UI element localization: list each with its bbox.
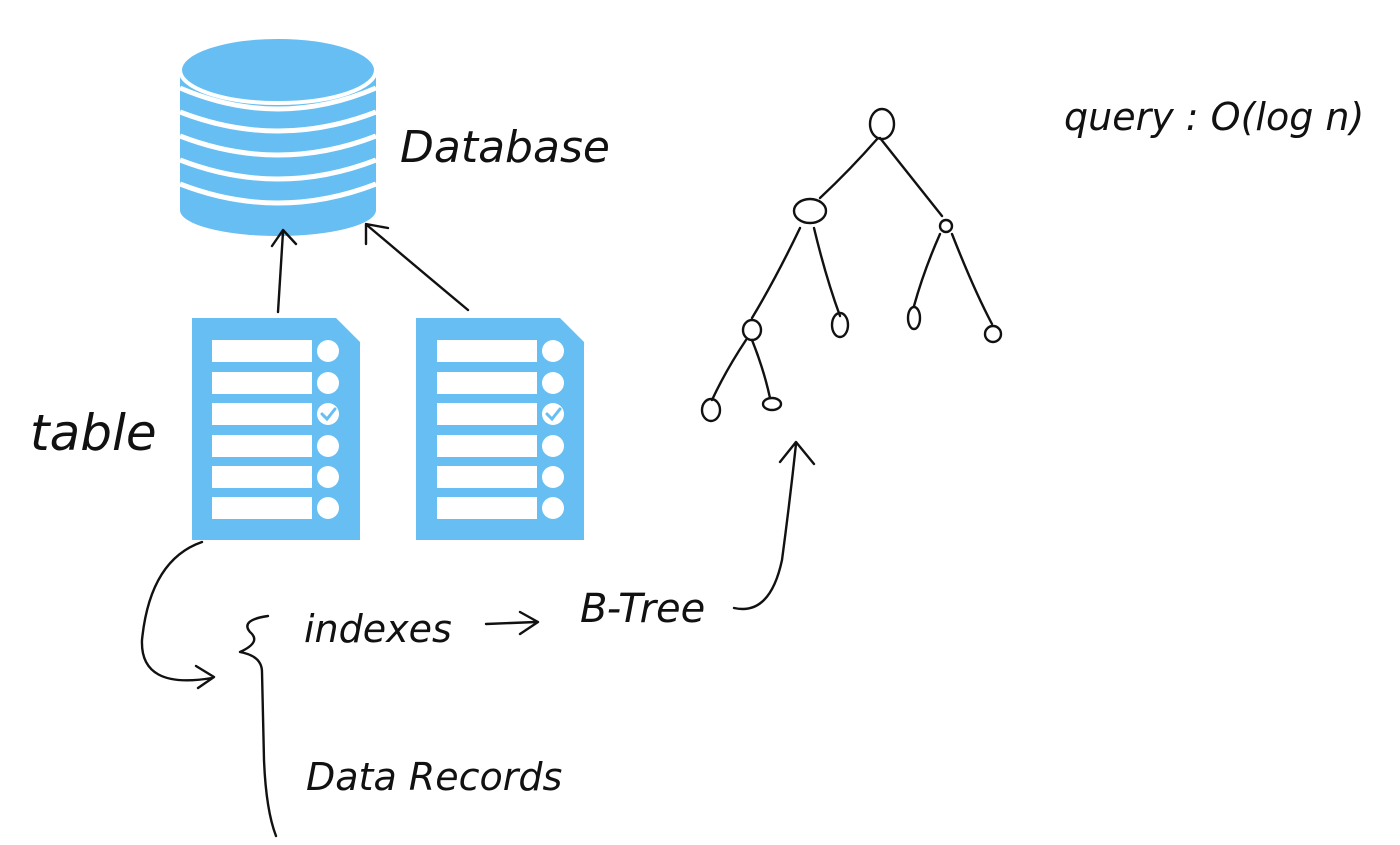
database-label: Database <box>400 122 610 173</box>
table-document-icon <box>416 318 584 540</box>
table-document-icon <box>192 318 360 540</box>
btree-label: B-Tree <box>580 586 705 632</box>
check-icon <box>545 407 562 422</box>
check-icon <box>320 407 337 422</box>
btree-diagram <box>700 107 1003 423</box>
arrow-table2-to-db <box>364 222 470 312</box>
query-complexity-label: query : O(log n) <box>1064 95 1364 139</box>
brace <box>238 614 278 838</box>
arrow-btree-to-tree <box>732 440 816 611</box>
table-label: table <box>30 404 157 462</box>
arrow-table-to-indexes <box>140 540 216 690</box>
data-records-label: Data Records <box>306 755 562 799</box>
arrow-table1-to-db <box>270 228 298 314</box>
database-icon <box>178 35 378 236</box>
indexes-label: indexes <box>304 607 452 651</box>
arrow-indexes-to-btree <box>484 610 540 636</box>
